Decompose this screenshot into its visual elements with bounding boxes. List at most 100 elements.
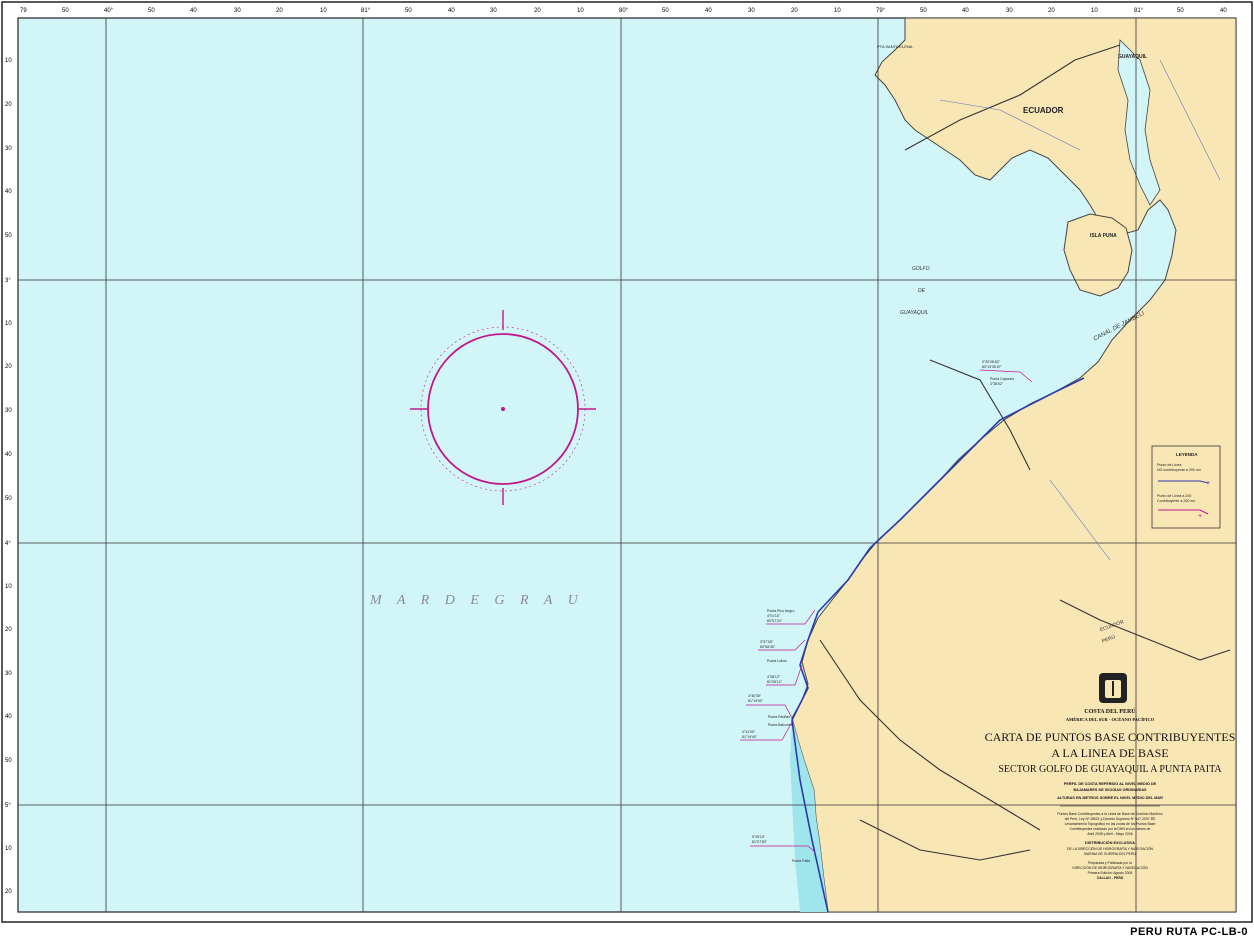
point-callout: 5°05'10" 81°07'50" Punta Paita xyxy=(750,835,816,863)
tick-top: 20 xyxy=(791,8,798,14)
title-line1: COSTA DEL PERÚ xyxy=(1084,707,1136,715)
svg-text:3°30'08.82": 3°30'08.82" xyxy=(982,360,1001,364)
main-title: SECTOR GOLFO DE GUAYAQUIL A PUNTA PAITA xyxy=(998,764,1222,775)
cross-icon: + xyxy=(1198,513,1202,520)
sea-name: M A R D E G R A U xyxy=(369,593,584,608)
svg-text:Punta Pariñas: Punta Pariñas xyxy=(768,715,790,719)
tick-top: 81° xyxy=(1134,8,1144,14)
border-label: PERÚ xyxy=(1101,633,1117,644)
navy-emblem-icon xyxy=(1099,673,1127,703)
tick-top: 10 xyxy=(577,8,584,14)
city-label: GUAYAQUIL xyxy=(1118,54,1147,60)
svg-text:3°38'52": 3°38'52" xyxy=(990,382,1004,386)
tick-top: 79 xyxy=(20,8,27,14)
island-label: ISLA PUNA xyxy=(1090,233,1117,239)
tick-left: 20 xyxy=(5,364,12,370)
tick-top: 40 xyxy=(705,8,712,14)
country-label: ECUADOR xyxy=(1023,106,1064,115)
tick-top: 40 xyxy=(190,8,197,14)
tick-top: 30 xyxy=(1006,8,1013,14)
title-line2: AMÉRICA DEL SUR - OCÉANO PACÍFICO xyxy=(1066,717,1155,722)
svg-text:81°07'50": 81°07'50" xyxy=(752,840,768,844)
tick-left: 30 xyxy=(5,671,12,677)
tick-left: 5° xyxy=(5,803,11,809)
tick-left: 20 xyxy=(5,889,12,895)
gulf-label: DE xyxy=(918,288,926,294)
distribution: MARINA DE GUERRA DEL PERÚ xyxy=(1084,851,1136,856)
tick-left: 50 xyxy=(5,233,12,239)
tick-left: 20 xyxy=(5,627,12,633)
tick-top: 50 xyxy=(1177,8,1184,14)
svg-text:Punta Lobos: Punta Lobos xyxy=(767,659,787,663)
tick-left: 30 xyxy=(5,408,12,414)
tick-left: 3° xyxy=(5,278,11,284)
tick-top: 10 xyxy=(320,8,327,14)
legend-item: NO contribuyente a 200 mn xyxy=(1157,468,1201,472)
tick-top: 30 xyxy=(234,8,241,14)
base-point-callouts: 3°30'08.82" 80°19'35.57" Punta Capones 3… xyxy=(740,360,1033,863)
roads xyxy=(819,44,1231,861)
svg-text:Punta Pico Negro: Punta Pico Negro xyxy=(767,609,794,613)
distribution-title: DISTRIBUCIÓN EXCLUSIVA xyxy=(1085,840,1135,845)
tick-left: 10 xyxy=(5,321,12,327)
note: del Perú, Ley Nº 28621 y Decreto Supremo… xyxy=(1065,817,1157,821)
point-callout: 4°40'30" 81°19'50" Punta Pariñas xyxy=(746,694,793,719)
publisher: Preparada y Publicada por la xyxy=(1088,861,1132,865)
tick-top: 50 xyxy=(405,8,412,14)
point-callout: Punta Lobos 4°08'12" 81°05'12" xyxy=(766,659,803,686)
tick-top: 40 xyxy=(962,8,969,14)
svg-text:Punta Balcones: Punta Balcones xyxy=(768,723,793,727)
point-callout: 3°57'05" 80°58'45" xyxy=(758,639,806,651)
tick-top: 50 xyxy=(148,8,155,14)
tick-left: 20 xyxy=(5,102,12,108)
rivers xyxy=(939,59,1221,561)
territorial-zone xyxy=(790,718,828,912)
tick-top: 20 xyxy=(1048,8,1055,14)
tick-top: 50 xyxy=(662,8,669,14)
svg-text:4°08'12": 4°08'12" xyxy=(767,675,781,679)
legend-item: Contribuyente a 200 mn xyxy=(1157,499,1195,503)
distribution: DE LA DIRECCIÓN DE HIDROGRAFÍA Y NAVEGAC… xyxy=(1067,846,1153,851)
gulf-label: GOLFO xyxy=(912,266,930,272)
tick-top: 30 xyxy=(490,8,497,14)
legend-title: LEYENDA xyxy=(1176,452,1198,457)
publisher: CALLAO - PERÚ xyxy=(1097,875,1124,880)
tick-left: 40 xyxy=(5,452,12,458)
svg-text:3°57'05": 3°57'05" xyxy=(760,640,774,644)
svg-text:81°19'50": 81°19'50" xyxy=(748,699,764,703)
tick-left: 50 xyxy=(5,758,12,764)
svg-text:Punta Capones: Punta Capones xyxy=(990,377,1014,381)
publisher: DIRECCIÓN DE HIDROGRAFÍA Y NAVEGACIÓN xyxy=(1072,865,1148,870)
tick-left: 10 xyxy=(5,58,12,64)
svg-text:80°19'35.57": 80°19'35.57" xyxy=(982,365,1003,369)
svg-text:4°41'00": 4°41'00" xyxy=(742,730,756,734)
legend: LEYENDA Punto de Línea NO contribuyente … xyxy=(1151,445,1221,529)
svg-text:4°01'10": 4°01'10" xyxy=(767,614,781,618)
main-title: A LA LINEA DE BASE xyxy=(1051,746,1168,760)
point-callout: Punta Balcones 4°41'00" 81°19'40" xyxy=(740,721,793,741)
svg-text:80°57'24": 80°57'24" xyxy=(767,619,783,623)
subtitle: PERFIL DE COSTA REFERIDO AL NIVEL MEDIO … xyxy=(1064,782,1157,786)
svg-text:Punta Paita: Punta Paita xyxy=(792,859,810,863)
svg-text:81°05'12": 81°05'12" xyxy=(767,680,783,684)
subtitle: ALTURAS EN METROS SOBRE EL NIVEL MEDIO D… xyxy=(1057,796,1163,800)
svg-text:5°05'10": 5°05'10" xyxy=(752,835,766,839)
compass-rose xyxy=(410,310,596,505)
subtitle: BAJAMARES DE SICIGIAS ORDINARIAS xyxy=(1073,788,1147,792)
tick-top: 40 xyxy=(1220,8,1227,14)
tick-top: 20 xyxy=(276,8,283,14)
main-title: CARTA DE PUNTOS BASE CONTRIBUYENTES xyxy=(985,730,1236,744)
note: Contribuyentes realizado por la DHN en l… xyxy=(1070,827,1151,831)
chart-id: PERU RUTA PC-LB-0 xyxy=(1130,926,1248,938)
tick-left: 40 xyxy=(5,714,12,720)
point-callout: Punta Capones 3°38'52" xyxy=(990,377,1014,386)
title-block: COSTA DEL PERÚ AMÉRICA DEL SUR - OCÉANO … xyxy=(985,707,1236,880)
tick-top: 20 xyxy=(534,8,541,14)
tick-left: 10 xyxy=(5,846,12,852)
tick-top: 50 xyxy=(920,8,927,14)
place-label: PTA SANTA ELENA xyxy=(877,44,913,49)
tick-top: 30 xyxy=(748,8,755,14)
note: Puntos Base Contribuyentes a la Línea de… xyxy=(1057,812,1162,816)
point-callout: Punta Pico Negro 4°01'10" 80°57'24" xyxy=(766,609,816,625)
